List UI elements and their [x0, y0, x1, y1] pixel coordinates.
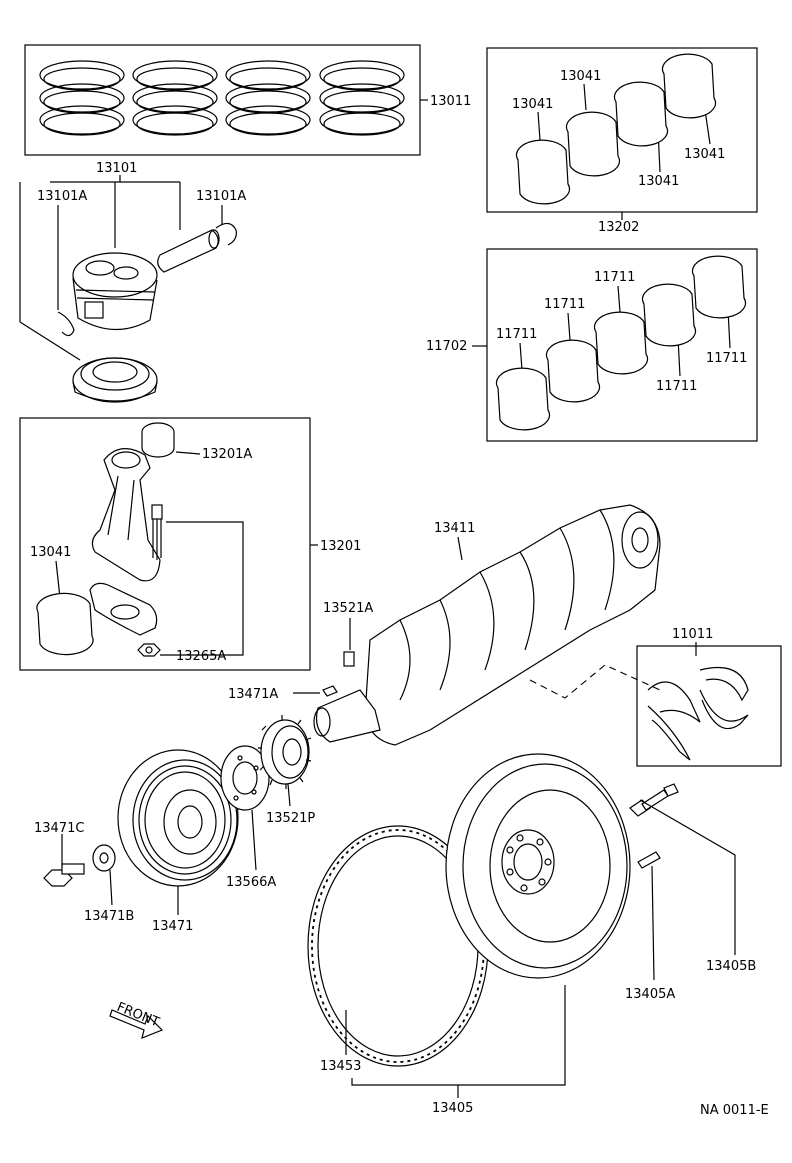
label-11711-d: 11711 — [706, 351, 747, 366]
pulley-washer: 13471B — [84, 844, 134, 924]
label-13041-d: 13041 — [638, 174, 679, 189]
timing-sensor-plate: 13566A — [220, 745, 276, 890]
piston-ring-set: 13011 — [24, 44, 471, 156]
front-direction-arrow: FRONT — [109, 1000, 164, 1039]
label-13265a: 13265A — [176, 649, 226, 664]
label-11711-c: 11711 — [496, 327, 537, 342]
flywheel-pin: 13405A — [625, 851, 675, 1002]
label-13405a: 13405A — [625, 987, 675, 1002]
label-13101: 13101 — [96, 161, 137, 176]
label-13011: 13011 — [430, 94, 471, 109]
label-13566a: 13566A — [226, 875, 276, 890]
crankshaft-bearing-lower-set: 11702 11711 11711 11711 11711 11711 — [426, 248, 758, 442]
label-11011: 11011 — [672, 627, 713, 642]
label-13521p: 13521P — [266, 811, 315, 826]
label-13041-b: 13041 — [512, 97, 553, 112]
flywheel-bolt: 13405B — [629, 783, 756, 974]
label-13041-c: 13041 — [684, 147, 725, 162]
connecting-rod-assembly: 13201A 13265A 13201 13041 — [19, 417, 361, 671]
crankshaft: 13411 13521A 13471A — [228, 504, 661, 746]
label-13405: 13405 — [432, 1101, 473, 1116]
label-13471: 13471 — [152, 919, 193, 934]
pulley-bolt: 13471C — [34, 821, 85, 887]
label-11711-e: 11711 — [656, 379, 697, 394]
flywheel: 13405 — [351, 753, 631, 1116]
label-13201: 13201 — [320, 539, 361, 554]
label-13453: 13453 — [320, 1059, 361, 1074]
label-13041-a: 13041 — [560, 69, 601, 84]
label-13471c: 13471C — [34, 821, 84, 836]
crankshaft-bearing-upper-set: 13041 13041 13041 13041 13202 — [486, 47, 758, 235]
label-13411: 13411 — [434, 521, 475, 536]
label-11702: 11702 — [426, 339, 467, 354]
label-13202: 13202 — [598, 220, 639, 235]
crankshaft-timing-gear: 13521P — [258, 715, 315, 826]
label-13041-rod: 13041 — [30, 545, 71, 560]
label-13471a: 13471A — [228, 687, 278, 702]
label-13101a-right: 13101A — [196, 189, 246, 204]
label-11711-b: 11711 — [544, 297, 585, 312]
crankshaft-pulley: 13471 — [117, 749, 239, 934]
label-13201a: 13201A — [202, 447, 252, 462]
label-13471b: 13471B — [84, 909, 134, 924]
label-13405b: 13405B — [706, 959, 756, 974]
label-11711-a: 11711 — [594, 270, 635, 285]
thrust-washer-set: 11011 — [636, 627, 782, 767]
diagram-reference-code: NA 0011-E — [700, 1103, 769, 1118]
piston-assembly: 13101 13101A 13101A — [19, 161, 246, 403]
label-13101a-left: 13101A — [37, 189, 87, 204]
label-13521a: 13521A — [323, 601, 373, 616]
